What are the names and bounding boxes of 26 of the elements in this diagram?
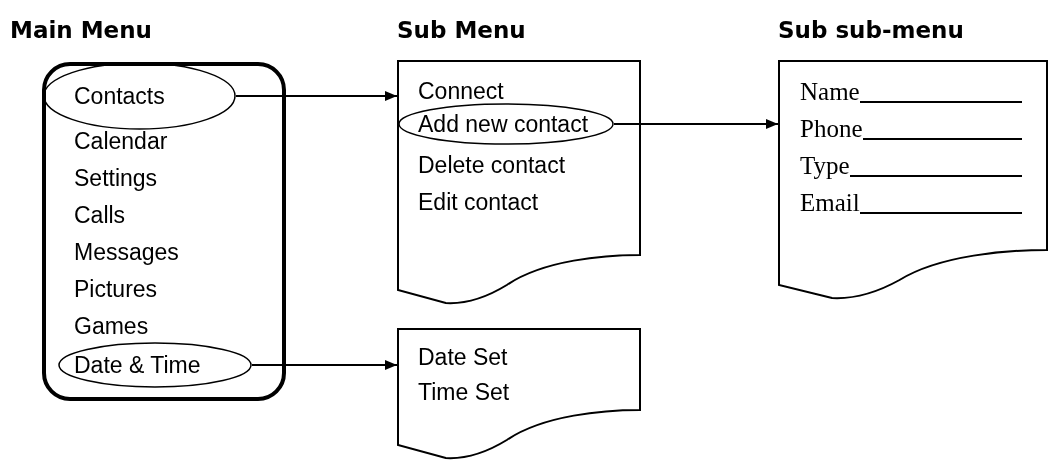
field-label: Email (800, 188, 860, 218)
menu-item: Messages (74, 238, 179, 267)
menu-item: Delete contact (418, 151, 566, 180)
menu-item: Time Set (418, 378, 510, 407)
panel-heading: Main Menu (10, 16, 152, 45)
highlight-ellipse (398, 103, 614, 145)
field-label: Name (800, 77, 860, 107)
panel-heading: Sub Menu (397, 16, 526, 45)
menu-item: Edit contact (418, 188, 539, 217)
menu-item: Contacts (74, 83, 165, 109)
menu-item: Date & Time (74, 352, 201, 378)
menu-item: Date Set (418, 343, 508, 372)
menu-item: Connect (418, 77, 504, 106)
menu-item: Add new contact (418, 111, 589, 137)
menu-item: Pictures (74, 275, 158, 304)
menu-item: Settings (74, 164, 158, 193)
field-label: Phone (800, 114, 863, 144)
arrow (235, 91, 398, 101)
menu-item: Calendar (74, 127, 168, 156)
menu-item: Games (74, 312, 149, 341)
arrow (613, 119, 779, 129)
menu-item: Calls (74, 201, 126, 230)
field-label: Type (800, 151, 850, 181)
arrow (251, 360, 398, 370)
highlight-ellipse (58, 342, 252, 388)
panel-heading: Sub sub-menu (778, 16, 964, 45)
